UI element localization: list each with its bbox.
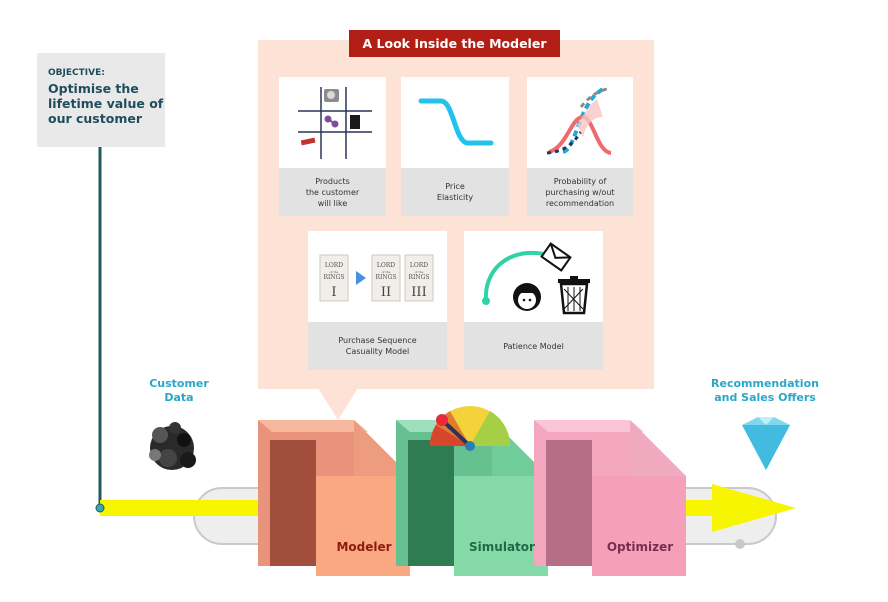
sequence-caption-text: Purchase Sequence Casuality Model bbox=[338, 336, 417, 356]
patience-card bbox=[464, 231, 603, 322]
probability-caption: Probability of purchasing w/out recommen… bbox=[527, 168, 633, 216]
objective-box bbox=[37, 53, 165, 147]
price-elasticity-curve bbox=[418, 98, 494, 146]
customer-data-label: Customer Data bbox=[149, 377, 209, 404]
book-1-line2: of the bbox=[330, 270, 339, 274]
optimizer-label: Optimizer bbox=[606, 540, 674, 554]
diamond-icon bbox=[742, 417, 790, 470]
optimizer-machine bbox=[534, 420, 686, 576]
book-3-line1: LORD bbox=[410, 262, 428, 269]
patience-caption-text: Patience Model bbox=[503, 341, 564, 351]
phone-icon bbox=[350, 115, 360, 129]
product-grid-illustration bbox=[298, 87, 372, 159]
probability-caption-text: Probability of purchasing w/out recommen… bbox=[545, 176, 615, 208]
price-caption-text: Price Elasticity bbox=[436, 182, 474, 202]
book-3-numeral: III bbox=[411, 285, 426, 300]
book-2-line3: RINGS bbox=[375, 274, 396, 281]
book-sequence-illustration: LORD of the RINGS I LORD of the RINGS II… bbox=[319, 254, 434, 302]
price-card bbox=[401, 77, 509, 168]
customer-avatar-icon bbox=[513, 283, 541, 311]
simulator-label: Simulator bbox=[469, 540, 535, 554]
dumbbell-icon bbox=[324, 115, 339, 128]
book-2: LORD of the RINGS II bbox=[371, 254, 401, 302]
sequence-caption: Purchase Sequence Casuality Model bbox=[308, 322, 447, 370]
recommendation-label: Recommendation and Sales Offers bbox=[711, 377, 819, 404]
price-caption: Price Elasticity bbox=[401, 168, 509, 216]
book-1-line3: RINGS bbox=[323, 274, 344, 281]
book-3-line3: RINGS bbox=[408, 274, 429, 281]
products-caption-text: Products the customer will like bbox=[305, 176, 360, 208]
book-2-line1: LORD bbox=[377, 262, 395, 269]
book-1-line1: LORD bbox=[325, 262, 343, 269]
brush-icon bbox=[300, 137, 316, 146]
sequence-arrow-icon bbox=[356, 271, 366, 285]
book-1: LORD of the RINGS I bbox=[319, 254, 349, 302]
objective-label: OBJECTIVE: bbox=[48, 68, 105, 78]
patience-caption: Patience Model bbox=[464, 322, 603, 370]
trash-bin-icon bbox=[558, 276, 590, 315]
gauge-icon bbox=[429, 406, 511, 451]
customer-data-cloud-icon bbox=[149, 422, 196, 470]
products-card bbox=[279, 77, 386, 168]
camera-icon bbox=[324, 89, 339, 102]
book-2-numeral: II bbox=[381, 285, 391, 300]
probability-curves bbox=[546, 85, 612, 155]
modeler-label: Modeler bbox=[336, 540, 392, 554]
book-1-numeral: I bbox=[331, 285, 336, 300]
objective-text: Optimise the lifetime value of our custo… bbox=[48, 81, 164, 126]
objective-connector-dot bbox=[95, 503, 105, 513]
panel-title: A Look Inside the Modeler bbox=[349, 30, 560, 57]
book-2-line2: of the bbox=[382, 270, 391, 274]
probability-card bbox=[527, 77, 633, 168]
envelope-icon bbox=[540, 242, 572, 272]
book-3-line2: of the bbox=[415, 270, 424, 274]
sequence-card: LORD of the RINGS I LORD of the RINGS II… bbox=[308, 231, 447, 322]
patience-illustration bbox=[482, 242, 590, 315]
products-caption: Products the customer will like bbox=[279, 168, 386, 216]
book-3: LORD of the RINGS III bbox=[404, 254, 434, 302]
